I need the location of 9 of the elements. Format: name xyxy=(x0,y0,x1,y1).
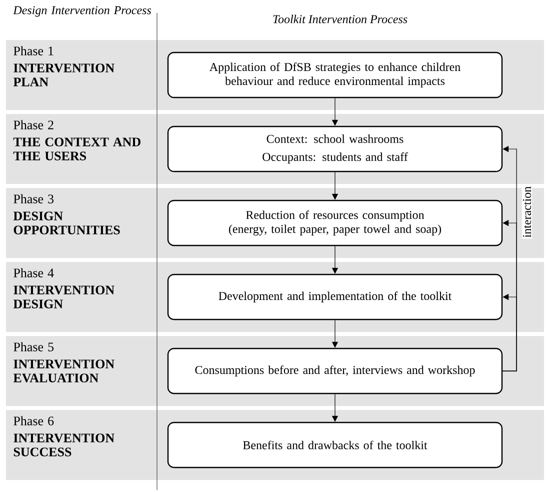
process-box: Application of DfSB strategies to enhance children behaviour and reduce environmental impacts xyxy=(167,52,503,98)
column-heading: Toolkit Intervention Process xyxy=(273,14,408,24)
edge-label: interaction xyxy=(522,186,532,238)
column-heading: Design Intervention Process xyxy=(13,6,152,17)
process-box: Development and implementation of the toolkit xyxy=(167,274,503,320)
process-box: Context: school washrooms Occupants: students and staff xyxy=(167,126,503,172)
process-box: Consumptions before and after, interviews and workshop xyxy=(167,348,503,394)
process-box: Benefits and drawbacks of the toolkit xyxy=(167,422,503,468)
process-box: Reduction of resources consumption (energy, toilet paper, paper towel and soap) xyxy=(167,200,503,246)
